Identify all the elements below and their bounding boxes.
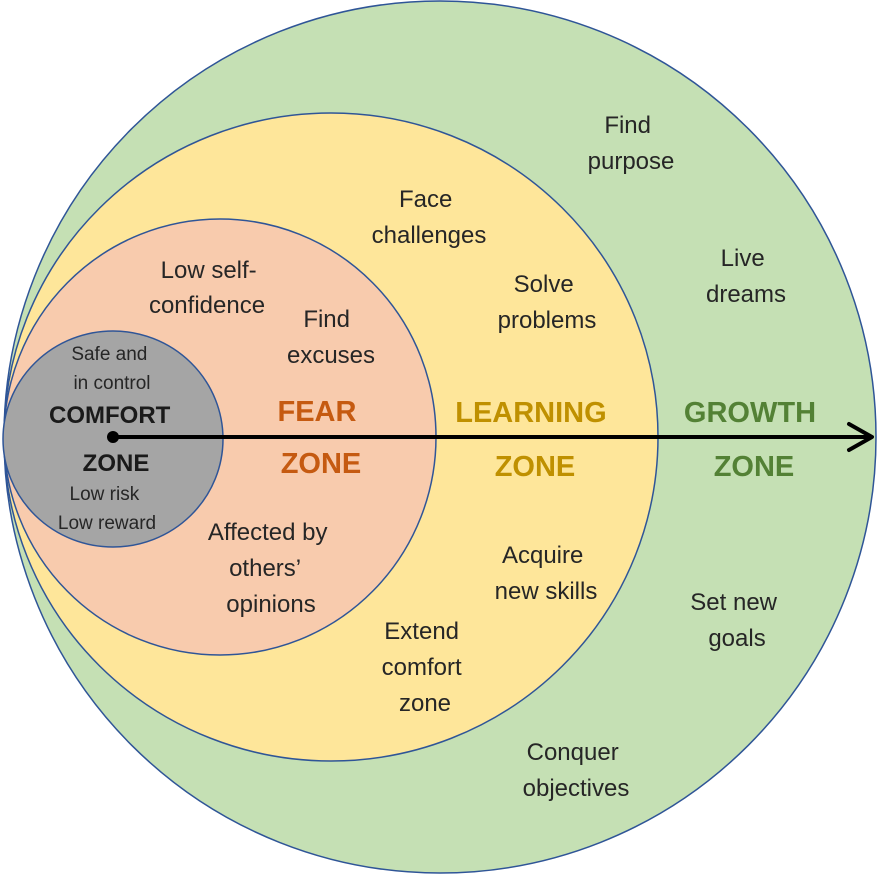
growth-phrase-find-purpose: Find purpose bbox=[588, 112, 675, 175]
growth-phrase-set-new-goals: Set new goals bbox=[690, 589, 783, 652]
growth-zone-title: GROWTH ZONE bbox=[684, 397, 824, 483]
learning-phrase-extend-comfort-zone: Extend comfort zone bbox=[382, 618, 469, 717]
growth-phrase-live-dreams: Live dreams bbox=[706, 245, 786, 308]
learning-zone-title: LEARNING ZONE bbox=[455, 397, 615, 483]
fear-phrase-low-self-confidence: Low self- confidence bbox=[149, 257, 265, 319]
learning-zone-labels: Face challenges Solve problems LEARNING … bbox=[372, 186, 615, 717]
growth-zone-labels: Find purpose Live dreams GROWTH ZONE Set… bbox=[523, 112, 824, 802]
arrow-head bbox=[847, 422, 874, 452]
comfort-zone-title: COMFORT ZONE bbox=[49, 402, 177, 477]
comfort-note-bottom: Low risk Low reward bbox=[58, 484, 156, 534]
comfort-note-top: Safe and in control bbox=[71, 344, 152, 394]
learning-phrase-acquire-new-skills: Acquire new skills bbox=[495, 542, 598, 605]
fear-phrase-affected-by-opinions: Affected by others’ opinions bbox=[208, 519, 334, 618]
learning-phrase-face-challenges: Face challenges bbox=[372, 186, 487, 249]
growth-arrow bbox=[107, 422, 874, 452]
growth-phrase-conquer-objectives: Conquer objectives bbox=[523, 739, 630, 802]
comfort-zone-labels: Safe and in control COMFORT ZONE Low ris… bbox=[49, 344, 177, 534]
learning-phrase-solve-problems: Solve problems bbox=[498, 271, 597, 334]
arrow-origin-dot bbox=[107, 431, 119, 443]
fear-zone-title: FEAR ZONE bbox=[277, 396, 364, 480]
fear-phrase-find-excuses: Find excuses bbox=[287, 306, 375, 369]
fear-zone-labels: Low self- confidence Find excuses FEAR Z… bbox=[149, 257, 375, 618]
